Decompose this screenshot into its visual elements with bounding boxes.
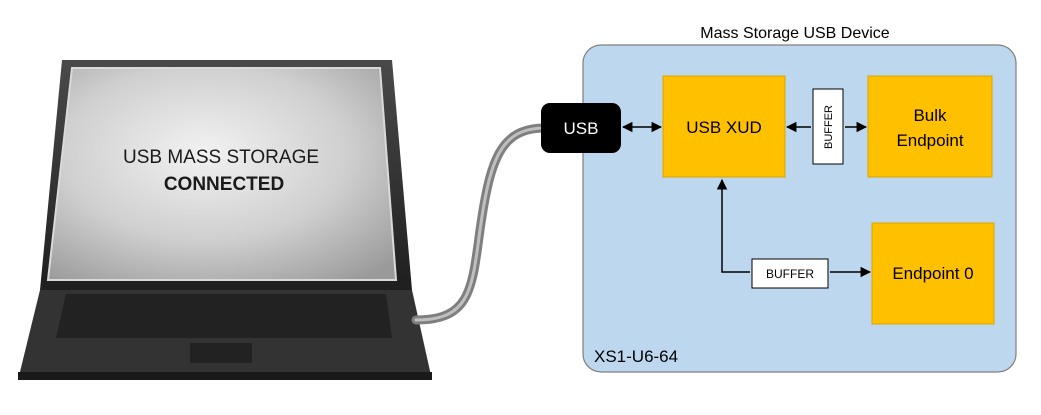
buffer-horizontal-label: BUFFER (766, 267, 814, 281)
usb-xud-label: USB XUD (686, 118, 762, 137)
endpoint0-block (871, 222, 995, 325)
screen-text-line1: USB MASS STORAGE (123, 147, 319, 168)
screen-text-line2: CONNECTED (164, 174, 284, 195)
device-title: Mass Storage USB Device (700, 25, 890, 42)
laptop-screen (48, 68, 396, 280)
arrow-xud-to-endpoint0 (716, 178, 750, 273)
usb-xud-block (662, 75, 786, 178)
laptop-keyboard (56, 294, 392, 338)
usb-connector-block (541, 103, 621, 153)
laptop: USB MASS STORAGE CONNECTED (18, 60, 432, 380)
buffer-vertical-block (812, 88, 844, 165)
chip-label: XS1-U6-64 (594, 347, 678, 366)
buffer-vertical-label: BUFFER (823, 105, 835, 149)
bulk-endpoint-block (867, 75, 993, 178)
laptop-touchpad (190, 343, 252, 363)
usb-connector-label: USB (564, 119, 599, 138)
endpoint0-label: Endpoint 0 (892, 264, 973, 283)
bulk-endpoint-label-line2: Endpoint (896, 131, 963, 150)
buffer-horizontal-block (751, 258, 829, 289)
bulk-endpoint-label-line1: Bulk (913, 106, 947, 125)
